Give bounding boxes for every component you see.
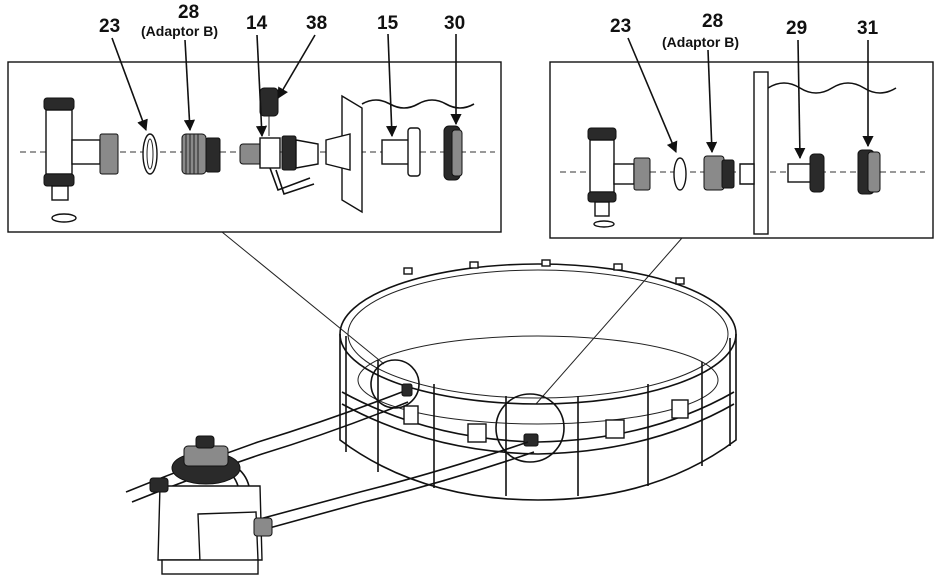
part-14-plunger-valve xyxy=(239,135,319,196)
part-28-adaptor-b xyxy=(181,133,221,175)
callout-30-left: 30 xyxy=(444,13,465,34)
right-part-31-nut xyxy=(857,149,881,195)
right-part-23-o-ring xyxy=(673,157,687,191)
part-23-o-ring xyxy=(142,133,158,175)
left-callout-arrows xyxy=(111,33,462,138)
callout-38-left: 38 xyxy=(306,13,327,34)
pool-legs xyxy=(345,336,731,496)
right-detail-panel xyxy=(549,61,934,239)
strainer-housing-part xyxy=(43,97,119,223)
right-part-29-fitting xyxy=(787,153,825,193)
callout-28-left: 28 xyxy=(178,2,199,23)
adaptor-b-label-left: (Adaptor B) xyxy=(141,23,218,39)
right-strainer-housing xyxy=(587,127,651,228)
callout-28-right: 28 xyxy=(702,11,723,32)
outlet-detail-circle xyxy=(495,393,565,463)
right-panel-connector xyxy=(535,237,683,405)
part-15-fitting xyxy=(381,127,421,177)
part-30-nut xyxy=(443,125,463,181)
adaptor-b-label-right: (Adaptor B) xyxy=(662,34,739,50)
above-ground-pool xyxy=(339,259,737,501)
callout-23-right: 23 xyxy=(610,16,631,37)
callout-15-left: 15 xyxy=(377,13,399,34)
sand-filter-pump xyxy=(149,435,273,575)
right-callout-arrows xyxy=(627,37,874,160)
callout-31-right: 31 xyxy=(857,18,879,39)
left-panel-connector xyxy=(221,231,385,365)
callout-23-left: 23 xyxy=(99,16,120,37)
right-part-28-adaptor-b xyxy=(703,155,735,191)
right-pool-wall xyxy=(739,71,897,235)
wall-cone-fitting xyxy=(325,133,351,171)
callout-29-right: 29 xyxy=(786,18,807,39)
left-detail-panel xyxy=(7,61,502,233)
callout-14-left: 14 xyxy=(246,13,268,34)
